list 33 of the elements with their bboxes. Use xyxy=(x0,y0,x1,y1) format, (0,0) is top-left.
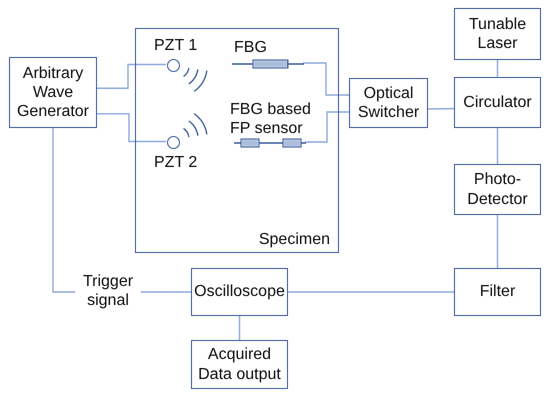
transducer-label: PZT 1 xyxy=(154,36,198,55)
process-box xyxy=(454,164,541,215)
node-label: Optical Switcher xyxy=(356,84,420,122)
node-label: Oscilloscope xyxy=(194,282,285,302)
transducer-label: PZT 2 xyxy=(154,153,198,172)
sensor-label: FBG based FP sensor xyxy=(230,100,312,138)
panel-label: Specimen xyxy=(258,230,330,249)
connector-line xyxy=(496,60,498,77)
connector-line xyxy=(288,291,454,293)
node-label: Photo-Detector xyxy=(466,170,529,209)
specimen-panel xyxy=(135,28,339,253)
process-box xyxy=(9,57,97,128)
node-label: Arbitrary Wave Generator xyxy=(16,64,90,122)
connector-line xyxy=(97,64,166,89)
process-box xyxy=(454,8,541,60)
node-label: Circulator xyxy=(463,92,532,112)
connector-line xyxy=(97,113,166,142)
connector-line xyxy=(496,215,498,268)
node-label: Tunable Laser xyxy=(468,14,528,54)
process-box xyxy=(454,268,541,316)
connector-line xyxy=(428,108,454,110)
node-label: Filter xyxy=(480,282,516,302)
connector-line xyxy=(303,62,349,96)
process-box xyxy=(349,78,428,128)
edge-label: Trigger signal xyxy=(75,272,141,310)
process-box xyxy=(191,268,288,316)
connector-line xyxy=(238,316,240,340)
connector-line xyxy=(496,128,498,164)
process-box xyxy=(454,77,541,128)
sensor-label: FBG xyxy=(234,38,267,57)
process-box xyxy=(191,340,288,389)
node-label: Acquired Data output xyxy=(197,345,282,384)
connector-line xyxy=(305,111,349,143)
